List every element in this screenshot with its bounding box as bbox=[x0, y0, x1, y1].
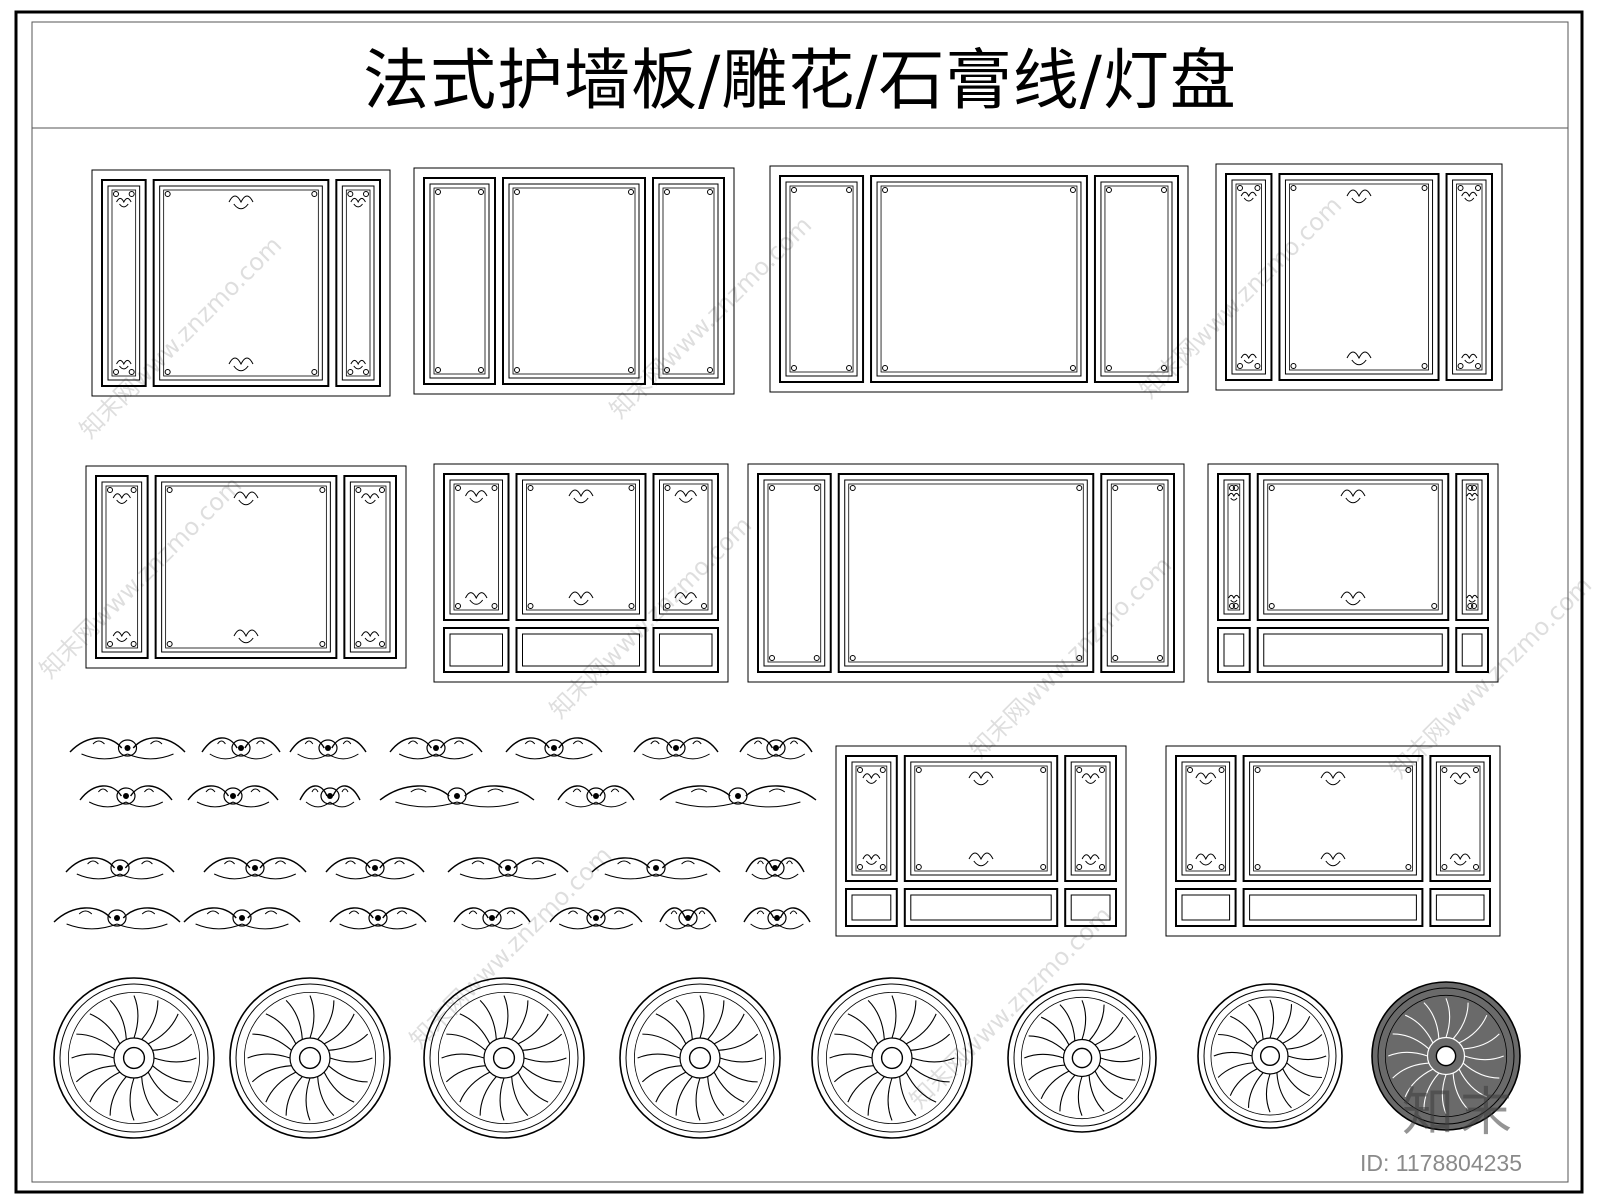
ceiling-medallion bbox=[423, 977, 585, 1139]
wall-panel-elevation bbox=[1215, 163, 1503, 391]
ceiling-medallion bbox=[1371, 981, 1521, 1131]
carved-applique bbox=[299, 785, 361, 808]
wall-panel-elevation bbox=[433, 463, 729, 683]
carved-applique bbox=[53, 907, 181, 930]
carved-applique bbox=[79, 785, 173, 808]
inner-border bbox=[31, 21, 1569, 1183]
carved-applique bbox=[389, 737, 483, 760]
page-title: 法式护墙板/雕花/石膏线/灯盘 bbox=[363, 42, 1237, 119]
ceiling-medallion bbox=[619, 977, 781, 1139]
carved-applique bbox=[633, 737, 719, 760]
brand-logo: 知末 bbox=[1402, 1083, 1519, 1143]
image-id-label: ID: 1178804235 bbox=[1360, 1150, 1522, 1176]
wall-panel-elevation bbox=[413, 167, 735, 395]
carved-applique bbox=[743, 907, 811, 930]
ceiling-medallion bbox=[229, 977, 391, 1139]
wall-panel-elevation bbox=[1207, 463, 1499, 683]
outer-border bbox=[14, 10, 1584, 1194]
carved-applique bbox=[739, 737, 813, 760]
carved-applique bbox=[201, 737, 281, 760]
carved-applique bbox=[659, 907, 717, 930]
carved-applique bbox=[379, 785, 535, 808]
carved-applique bbox=[549, 907, 643, 930]
carved-applique bbox=[745, 857, 805, 880]
carved-applique bbox=[69, 737, 186, 760]
carved-applique bbox=[203, 857, 307, 880]
wall-panel-group bbox=[85, 163, 1503, 937]
ceiling-medallion bbox=[1007, 983, 1157, 1133]
wall-panel-elevation bbox=[747, 463, 1185, 683]
carved-applique-group bbox=[53, 737, 817, 930]
carved-applique bbox=[187, 785, 279, 808]
wall-panel-elevation bbox=[85, 465, 407, 669]
ceiling-medallion-group bbox=[53, 977, 1521, 1139]
carved-applique bbox=[659, 785, 817, 808]
carved-applique bbox=[453, 907, 531, 930]
carved-applique bbox=[325, 857, 425, 880]
carved-applique bbox=[591, 857, 721, 880]
wall-panel-elevation bbox=[835, 745, 1127, 937]
carved-applique bbox=[447, 857, 569, 880]
ceiling-medallion bbox=[1197, 983, 1343, 1129]
ceiling-medallion bbox=[53, 977, 215, 1139]
carved-applique bbox=[505, 737, 603, 760]
carved-applique bbox=[183, 907, 301, 930]
carved-applique bbox=[329, 907, 427, 930]
carved-applique bbox=[289, 737, 367, 760]
ceiling-medallion bbox=[811, 977, 973, 1139]
wall-panel-elevation bbox=[1165, 745, 1501, 937]
wall-panel-elevation bbox=[769, 165, 1189, 393]
wall-panel-elevation bbox=[91, 169, 391, 397]
carved-applique bbox=[557, 785, 635, 808]
carved-applique bbox=[65, 857, 175, 880]
